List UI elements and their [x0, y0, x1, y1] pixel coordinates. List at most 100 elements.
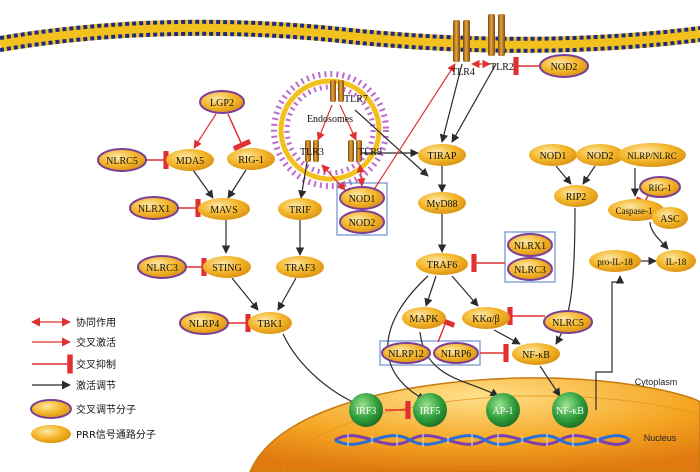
node-irf5: IRF5: [413, 393, 447, 427]
svg-text:pro-IL-18: pro-IL-18: [597, 257, 633, 267]
svg-text:TLR2: TLR2: [490, 62, 514, 73]
svg-text:RIG-1: RIG-1: [238, 155, 264, 166]
label-nlrx1-right: NLRX1: [514, 241, 546, 252]
node-nlrp12: [381, 342, 431, 364]
edge-tlr3-nod1-synergy: [321, 164, 346, 191]
label-nlrc3-right: NLRC3: [514, 265, 546, 276]
edge-lgp2-rig1: [227, 113, 252, 152]
legend-cross-inhibition: 交叉抑制: [32, 354, 116, 374]
edge-traf6-mapk: [424, 275, 437, 307]
node-caspase1: Caspase-1: [608, 199, 664, 221]
label-nlrc3-left: NLRC3: [146, 263, 178, 274]
node-nlrx1-left: [129, 196, 179, 220]
label-nlrp6: NLRP6: [441, 349, 472, 360]
edge-kka-nfkb: [493, 329, 521, 345]
svg-text:交叉抑制: 交叉抑制: [76, 358, 116, 371]
node-nlrp6: [433, 342, 479, 364]
node-tlr2: TLR2: [490, 62, 514, 73]
svg-text:AP-1: AP-1: [492, 406, 513, 417]
node-mavs: MAVS: [198, 198, 250, 220]
edge-tlr7-tlr9: [339, 104, 357, 141]
edge-lgp2-mda5: [193, 113, 217, 149]
edge-traf6-kka: [451, 275, 479, 307]
svg-text:NF-κB: NF-κB: [556, 406, 584, 417]
svg-text:TIRAP: TIRAP: [428, 151, 457, 162]
node-rig1-right: [639, 176, 681, 198]
edge-nfkbnuc-proil18: [595, 275, 625, 410]
label-nlrp4: NLRP4: [189, 319, 220, 330]
node-tlr9: TLR9: [358, 147, 382, 158]
tlr2-receptor: [488, 14, 505, 56]
node-pro-il18: pro-IL-18: [589, 250, 641, 272]
node-nod2-top: [539, 54, 589, 78]
nlrx1-nlrc3-box: [504, 231, 556, 283]
svg-text:TRAF6: TRAF6: [427, 260, 458, 271]
legend-prr-molecule: PRR信号通路分子: [31, 425, 156, 443]
legend-activation: 激活调节: [32, 379, 116, 392]
node-nlrc3-right: [507, 257, 553, 281]
edge-tlr7-tirap: [354, 109, 429, 177]
label-nlrc5-right: NLRC5: [552, 318, 584, 329]
edge-tbk1-irf3: [282, 333, 361, 407]
edge-sting-tbk1: [231, 277, 259, 311]
node-mda5: MDA5: [166, 149, 214, 171]
edge-nod1-tlr4: [374, 63, 456, 189]
node-nlrx1-right: [507, 233, 553, 257]
tlr7-receptor: [330, 80, 344, 102]
node-rip2: RIP2: [554, 185, 598, 207]
svg-text:Caspase-1: Caspase-1: [616, 206, 653, 216]
node-tlr3: TLR3: [300, 147, 324, 158]
node-tlr7: TLR7: [344, 94, 368, 105]
svg-text:NOD2: NOD2: [587, 151, 614, 162]
svg-text:TRAF3: TRAF3: [285, 263, 316, 274]
label-nlrx1-left: NLRX1: [138, 204, 170, 215]
label-nod1-mid: NOD1: [349, 194, 376, 205]
svg-text:交叉调节分子: 交叉调节分子: [76, 403, 136, 416]
label-nucleus: Nucleus: [644, 433, 677, 443]
svg-text:MAVS: MAVS: [210, 205, 238, 216]
legend-synergy: 协同作用: [31, 316, 116, 329]
node-tirap: TIRAP: [418, 144, 466, 166]
node-irf3: IRF3: [349, 393, 383, 427]
legend-cross-activation: 交叉激活: [32, 336, 116, 349]
svg-text:TBK1: TBK1: [258, 319, 283, 330]
edge-nfkb-nuc: [539, 365, 561, 397]
label-cytoplasm: Cytoplasm: [635, 377, 678, 387]
node-tbk1: TBK1: [248, 312, 292, 334]
node-il18: IL-18: [656, 250, 696, 272]
node-nod1-mid: [339, 186, 385, 210]
edge-tlr3-trif: [298, 161, 308, 199]
svg-text:NLRP/NLRC: NLRP/NLRC: [627, 151, 677, 161]
node-nlrp4: [179, 311, 229, 335]
label-nod2-top: NOD2: [551, 62, 578, 73]
node-nlrc3-left: [137, 255, 187, 279]
svg-text:MAPK: MAPK: [410, 314, 440, 325]
svg-text:MDA5: MDA5: [176, 156, 204, 167]
node-nod2-mid: [339, 210, 385, 234]
edge-rip2-nfkb: [555, 207, 576, 345]
node-mapk: MAPK: [402, 307, 446, 329]
node-rig1: RIG-1: [227, 148, 275, 170]
node-nlrp-nlrc: NLRP/NLRC: [618, 143, 686, 167]
svg-text:TRIF: TRIF: [289, 205, 311, 216]
label-nlrc5-left: NLRC5: [106, 156, 138, 167]
edge-tlr4-tirap: [439, 63, 463, 143]
label-rig1-right: RIG-1: [649, 183, 672, 193]
tlr9-receptor: [348, 140, 362, 162]
cell-membrane: [0, 19, 700, 53]
svg-text:NF-κB: NF-κB: [522, 350, 550, 361]
edge-nlrp12-mapk: [436, 316, 456, 343]
edge-mda5-mavs: [192, 169, 214, 199]
edge-caspase-il18: [649, 221, 669, 250]
svg-text:ASC: ASC: [660, 214, 680, 225]
label-lgp2: LGP2: [210, 98, 234, 109]
svg-text:MyD88: MyD88: [426, 199, 457, 210]
label-nod2-mid: NOD2: [349, 218, 376, 229]
edge-rig1-mavs: [227, 169, 247, 199]
svg-text:TLR3: TLR3: [300, 147, 324, 158]
node-nfkb-nucleus: NF-κB: [552, 392, 588, 428]
svg-text:协同作用: 协同作用: [76, 316, 116, 329]
edge-tlr7-tlr3: [316, 104, 333, 141]
node-kka: KKα/β: [462, 307, 510, 329]
node-endosomes: Endosomes: [307, 114, 353, 125]
